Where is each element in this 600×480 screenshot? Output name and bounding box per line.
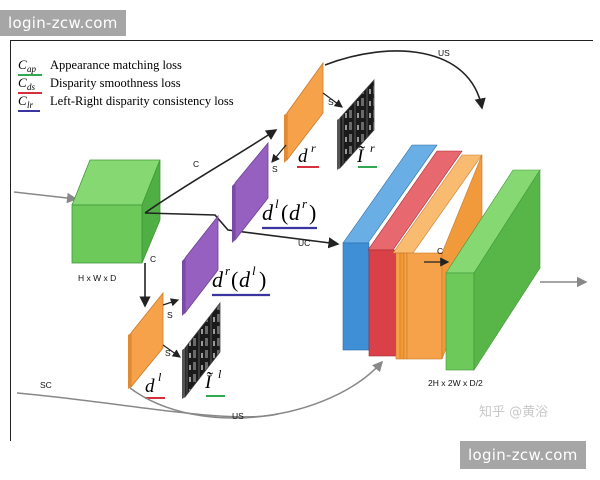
ir-sup: r [370, 141, 375, 155]
legend-sub-clr: lr [27, 100, 34, 110]
s-top-arrow [322, 92, 343, 108]
legend-symbol-clr: C [18, 93, 27, 108]
output-dims-label: 2H x 2W x D/2 [428, 378, 483, 388]
dl-sup: l [158, 370, 162, 384]
dr-label: d [298, 146, 308, 167]
dr-of-dl-inner: d [239, 267, 251, 292]
il-label: Ĩ [204, 372, 214, 393]
dl-of-dr-open: ( [281, 200, 288, 225]
c-top-label: C [193, 159, 199, 169]
watermark-bottom: login-zcw.com [460, 441, 586, 469]
c-top-path [144, 129, 278, 214]
dr-of-dl-inner-sup: l [252, 263, 256, 278]
dr-of-dl-sup: r [225, 263, 231, 278]
dl-of-dr-close: ) [309, 200, 316, 225]
il-sup: l [218, 367, 222, 381]
dl-of-dr-sup: l [275, 196, 279, 211]
legend-symbol-cap: C [18, 57, 27, 72]
c-mid-label: C [150, 254, 156, 264]
disparity-right-block [284, 61, 324, 163]
s-top-label: S [328, 97, 334, 107]
s-bottom-up-arrow [162, 298, 180, 307]
consistency-bottom-block [182, 214, 219, 316]
dl-of-dr-base: d [262, 200, 274, 225]
legend-item-clr: C lr Left-Right disparity consistency lo… [18, 93, 234, 112]
dr-of-dl-open: ( [231, 267, 238, 292]
uc-path [144, 212, 340, 249]
input-dims-label: H x W x D [78, 273, 116, 283]
legend-item-cds: C ds Disparity smoothness loss [18, 75, 181, 94]
image-left-block [182, 301, 221, 399]
sc-label: SC [40, 380, 52, 390]
dr-of-dl-close: ) [259, 267, 266, 292]
s-top-left-arrow [271, 144, 287, 163]
us-bottom-path [129, 360, 384, 419]
figure-frame [10, 40, 593, 441]
watermark-top: login-zcw.com [0, 10, 126, 36]
ir-label: Ĩ [356, 146, 366, 167]
concat-stack [342, 144, 483, 360]
attribution-text: 知乎 @黄浴 [479, 404, 548, 420]
us-top-label: US [438, 48, 450, 58]
c-out-label: C [437, 246, 443, 256]
legend-sub-cds: ds [27, 82, 36, 92]
dr-sup: r [311, 141, 316, 155]
s-bottom-right-arrow [162, 344, 181, 358]
legend-text-cap: Appearance matching loss [50, 58, 182, 72]
consistency-top-block [232, 141, 269, 243]
dr-of-dl-base: d [212, 267, 224, 292]
s-top-left-label: S [272, 164, 278, 174]
s-bottom-up-label: S [167, 310, 173, 320]
output-feature-block [445, 168, 541, 372]
s-bottom-right-label: S [165, 348, 171, 358]
legend: C ap Appearance matching loss C ds Dispa… [18, 57, 234, 112]
legend-symbol-cds: C [18, 75, 27, 90]
disparity-left-block [128, 291, 164, 389]
image-right-block [337, 78, 375, 170]
dl-of-dr-inner: d [289, 200, 301, 225]
legend-text-cds: Disparity smoothness loss [50, 76, 181, 90]
input-feature-block [71, 159, 161, 264]
dl-of-dr-inner-sup: r [302, 196, 308, 211]
legend-text-clr: Left-Right disparity consistency loss [50, 94, 234, 108]
us-bottom-label: US [232, 411, 244, 421]
legend-sub-cap: ap [27, 64, 37, 74]
uc-label: UC [298, 238, 310, 248]
us-top-path [324, 50, 486, 110]
dl-label: d [145, 376, 155, 397]
legend-item-cap: C ap Appearance matching loss [18, 57, 182, 76]
input-arrow [13, 191, 78, 204]
